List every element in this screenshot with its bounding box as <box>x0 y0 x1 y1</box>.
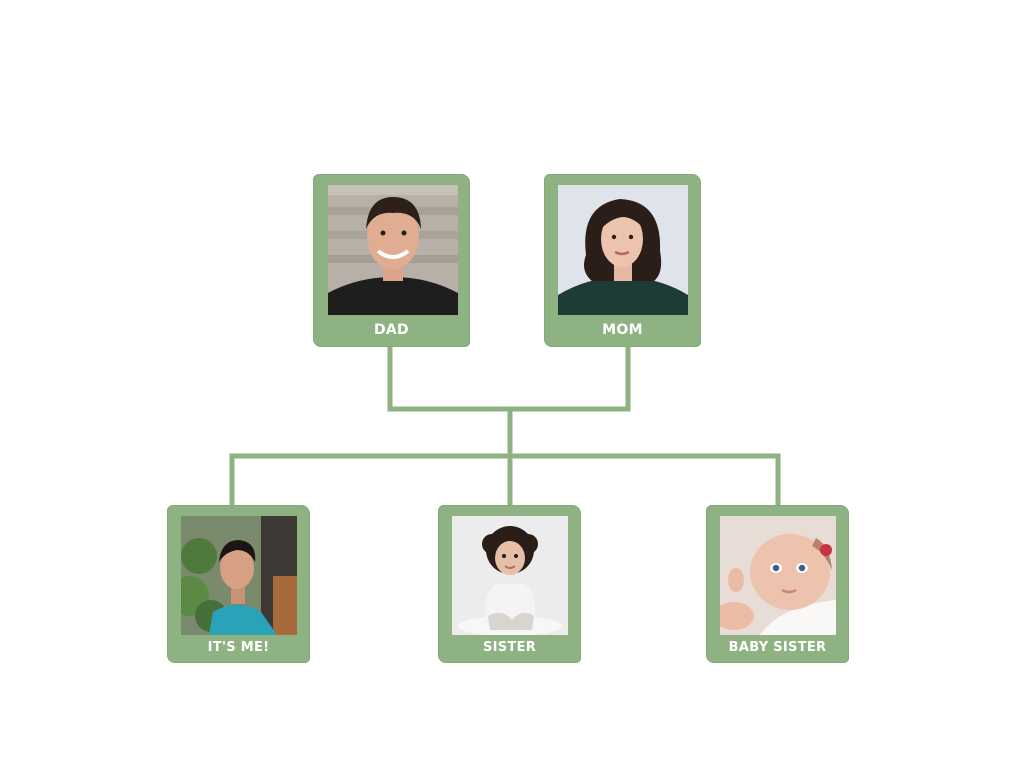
parents-connector <box>387 345 631 412</box>
baby-sister-card: BABY SISTER <box>706 505 849 663</box>
me-photo <box>181 516 297 635</box>
man-portrait-icon <box>328 185 458 315</box>
dad-label: DAD <box>374 322 409 338</box>
mom-photo <box>558 185 688 315</box>
toddler-portrait-icon <box>452 516 568 635</box>
baby-sister-photo <box>720 516 836 635</box>
mom-card: MOM <box>544 174 701 347</box>
children-connector <box>229 453 781 508</box>
me-label: IT'S ME! <box>207 640 270 655</box>
boy-portrait-icon <box>181 516 297 635</box>
baby-sister-label: BABY SISTER <box>728 640 827 655</box>
sister-label: SISTER <box>482 640 537 655</box>
dad-photo <box>328 185 458 315</box>
sister-card: SISTER <box>438 505 581 663</box>
dad-card: DAD <box>313 174 470 347</box>
sister-photo <box>452 516 568 635</box>
woman-portrait-icon <box>558 185 688 315</box>
baby-portrait-icon <box>720 516 836 635</box>
me-card: IT'S ME! <box>167 505 310 663</box>
mom-label: MOM <box>602 322 643 338</box>
